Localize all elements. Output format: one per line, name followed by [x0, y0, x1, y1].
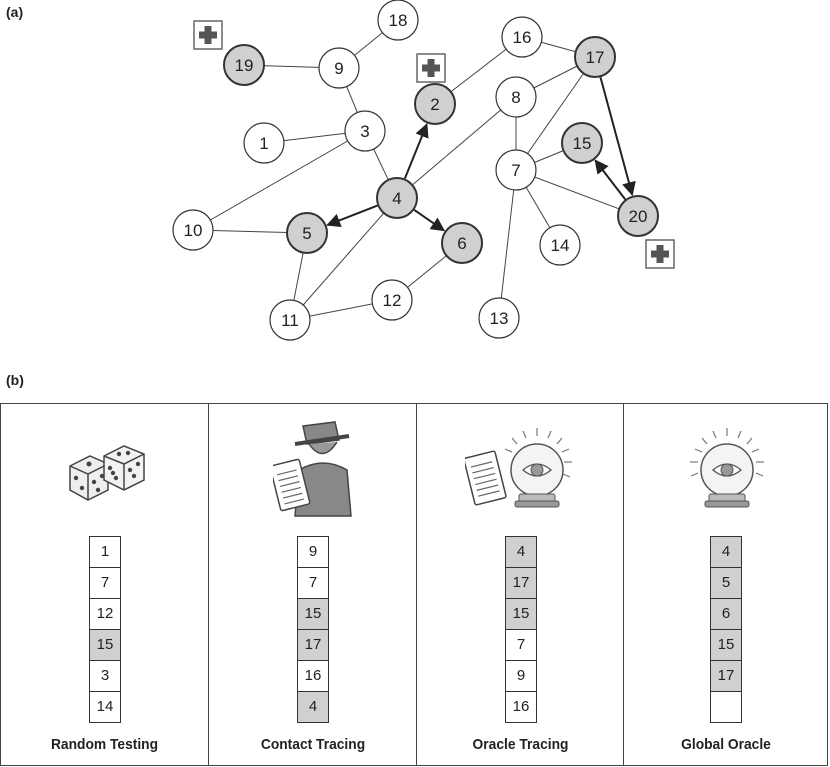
node-3: 3 [344, 110, 386, 152]
test-cell: 4 [710, 536, 742, 568]
test-cell: 9 [505, 661, 537, 692]
test-cell: 4 [505, 536, 537, 568]
strategy-title: Oracle Tracing [472, 736, 569, 753]
node-label: 9 [334, 59, 343, 78]
test-cell: 16 [297, 661, 329, 692]
strategy-column: 9 7 15 17 16 4 Contact Tracing [208, 404, 417, 765]
strategy-title: Contact Tracing [260, 736, 366, 753]
test-cell: 15 [505, 599, 537, 630]
test-queue: 4 17 15 7 9 16 [505, 536, 537, 723]
node-9: 9 [318, 47, 360, 89]
node-13: 13 [478, 297, 520, 339]
panel-a-label: (a) [6, 4, 24, 20]
test-queue: 1 7 12 15 3 14 [89, 536, 121, 723]
node-8: 8 [495, 76, 537, 118]
panel-b-label: (b) [6, 372, 24, 388]
strategy-column: 4 17 15 7 9 16 Oracle Tracing [416, 404, 624, 765]
test-cell: 17 [710, 661, 742, 692]
plus-icon [416, 53, 446, 83]
clipboard-crystal-ball-icon [463, 428, 577, 513]
node-label: 12 [383, 291, 402, 310]
node-14: 14 [539, 224, 581, 266]
node-20: 20 [617, 195, 659, 237]
test-cell: 17 [297, 630, 329, 661]
strategy-column: 1 7 12 15 3 14 Random Testing [1, 404, 208, 765]
node-15: 15 [561, 122, 603, 164]
node-label: 18 [389, 11, 408, 30]
node-2: 2 [414, 83, 456, 125]
edge-4-11 [289, 197, 398, 321]
node-label: 6 [457, 234, 466, 253]
arrow-20-15 [594, 159, 627, 200]
node-label: 10 [184, 221, 203, 240]
test-cell: 14 [89, 692, 121, 723]
node-label: 19 [235, 56, 254, 75]
strategy-column: 4 5 6 15 17 Global Oracle [623, 404, 828, 765]
node-5: 5 [286, 212, 328, 254]
test-cell: 15 [710, 630, 742, 661]
node-label: 15 [573, 134, 592, 153]
plus-icon [193, 20, 223, 50]
node-label: 13 [490, 309, 509, 328]
node-4: 4 [376, 177, 418, 219]
node-label: 16 [513, 28, 532, 47]
test-cell: 4 [297, 692, 329, 723]
node-7: 7 [495, 149, 537, 191]
node-17: 17 [574, 36, 616, 78]
strategy-title: Global Oracle [681, 736, 771, 753]
node-label: 20 [629, 207, 648, 226]
node-19: 19 [223, 44, 265, 86]
test-cell: 15 [297, 599, 329, 630]
edge-4-8 [396, 96, 517, 199]
test-queue: 4 5 6 15 17 [710, 536, 742, 723]
node-10: 10 [172, 209, 214, 251]
test-cell: 3 [89, 661, 121, 692]
node-label: 11 [281, 311, 299, 330]
edge-7-13 [498, 169, 517, 319]
test-cell: 7 [505, 630, 537, 661]
arrow-4-6 [413, 209, 446, 232]
node-label: 8 [511, 88, 520, 107]
test-cell: 12 [89, 599, 121, 630]
crystal-ball-icon [687, 428, 767, 513]
node-label: 5 [302, 224, 311, 243]
node-1: 1 [243, 122, 285, 164]
test-cell: 16 [505, 692, 537, 723]
test-cell: 9 [297, 536, 329, 568]
test-cell: 5 [710, 568, 742, 599]
node-6: 6 [441, 222, 483, 264]
node-label: 4 [392, 189, 401, 208]
test-cell: 1 [89, 536, 121, 568]
test-cell: 15 [89, 630, 121, 661]
arrow-4-2 [403, 123, 429, 179]
dice-icon [64, 442, 148, 513]
arrow-4-5 [326, 204, 378, 227]
test-queue: 9 7 15 17 16 4 [297, 536, 329, 723]
edge-17-7 [515, 56, 596, 171]
test-cell: 6 [710, 599, 742, 630]
node-label: 2 [430, 95, 439, 114]
strategy-panels: 1 7 12 15 3 14 Random Testing [0, 403, 828, 766]
test-cell: 7 [297, 568, 329, 599]
edge-10-3 [192, 130, 366, 231]
test-cell [710, 692, 742, 723]
strategy-title: Random Testing [50, 736, 159, 753]
node-label: 7 [511, 161, 520, 180]
node-11: 11 [269, 299, 311, 341]
detective-icon [269, 418, 355, 523]
node-18: 18 [377, 0, 419, 41]
arrow-17-20 [599, 77, 636, 197]
node-label: 17 [586, 48, 605, 67]
plus-icon [645, 239, 675, 269]
edge-7-20 [515, 169, 639, 217]
node-12: 12 [371, 279, 413, 321]
test-cell: 7 [89, 568, 121, 599]
test-cell: 17 [505, 568, 537, 599]
node-16: 16 [501, 16, 543, 58]
node-label: 1 [259, 134, 268, 153]
node-label: 14 [551, 236, 570, 255]
node-label: 3 [360, 122, 369, 141]
